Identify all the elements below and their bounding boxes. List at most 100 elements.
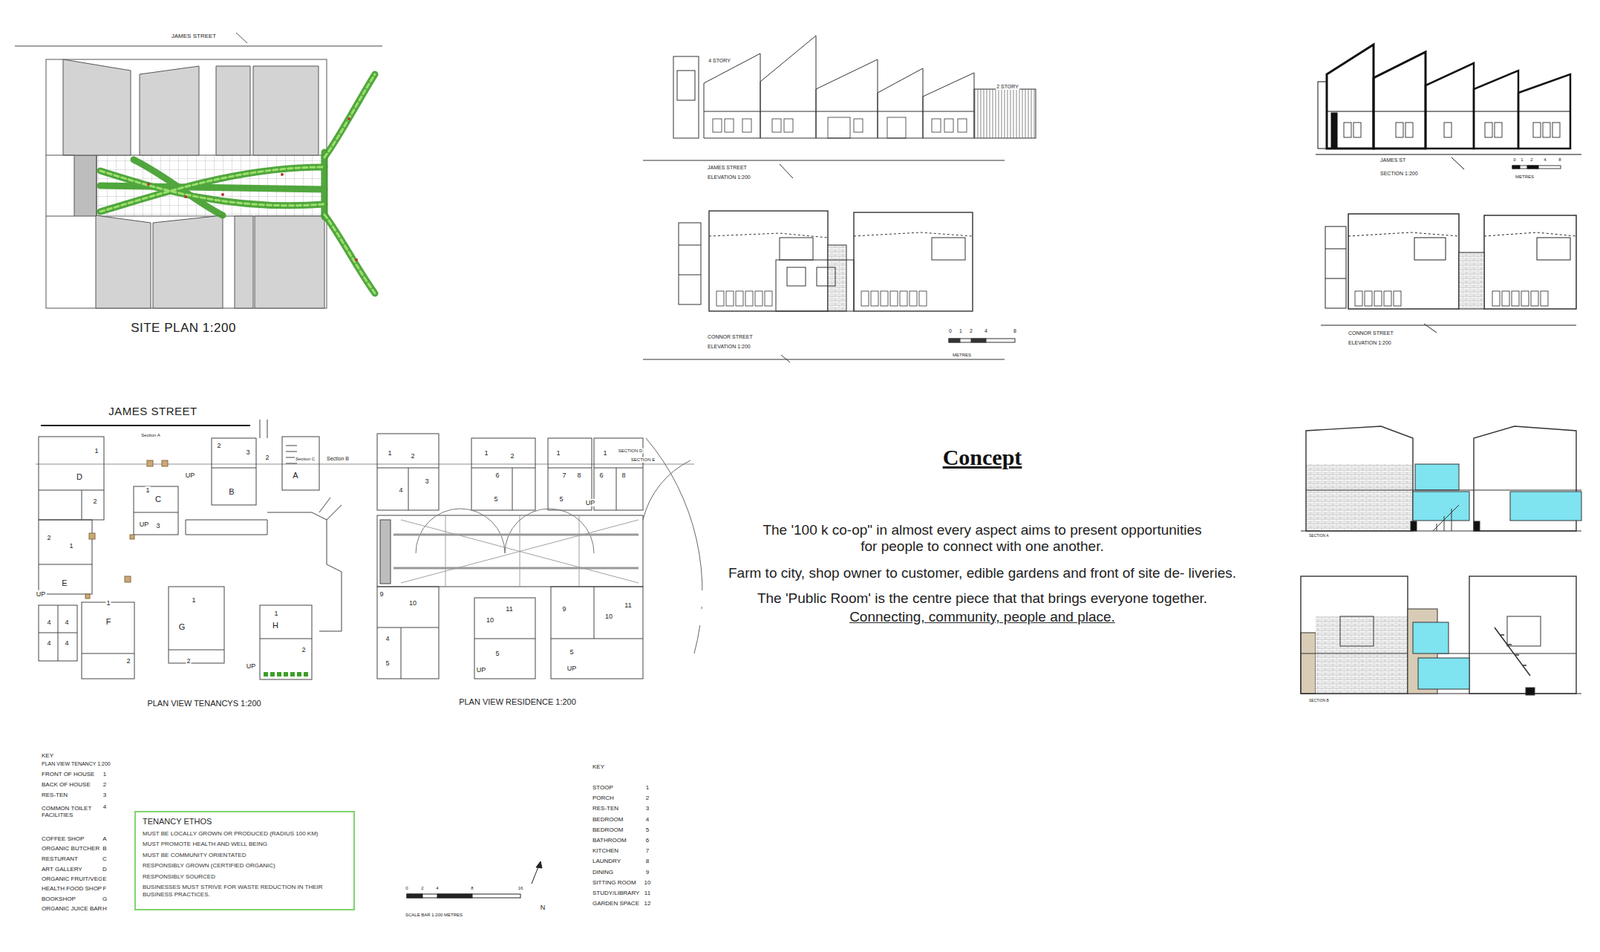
drawing-label: 2	[102, 781, 107, 788]
james-st-section-part-part	[1484, 122, 1493, 138]
drawing-label: CONNOR STREET	[706, 334, 754, 341]
drawing-label: DINING	[591, 868, 615, 876]
drawing-label: D	[101, 865, 108, 873]
connor-street-elevation-part	[678, 245, 701, 246]
ethos-box: TENANCY ETHOSMUST BE LOCALLY GROWN OR PR…	[134, 810, 355, 911]
connor-street-elevation-2-part	[1484, 232, 1577, 237]
drawing-label: KEY	[40, 752, 55, 759]
drawing-label: PLAN VIEW TENANCY 1:200	[40, 761, 112, 767]
connor-street-elevation-part-part	[745, 291, 753, 306]
james-st-section-part	[1343, 122, 1560, 138]
drawing-label: H	[101, 905, 108, 912]
drawing-label: 1	[483, 449, 489, 457]
site-plan-part	[234, 216, 254, 309]
james-street-elevation-part	[760, 35, 816, 139]
tenancy-plan-part	[133, 486, 179, 535]
drawing-label: 2	[1529, 157, 1534, 163]
james-street-elevation-part	[974, 89, 1036, 139]
tenancy-plan-part	[81, 490, 83, 520]
site-plan-part	[152, 215, 223, 309]
drawing-label: BOOKSHOP	[40, 895, 77, 903]
tenancy-plan-part	[38, 436, 104, 520]
connor-street-elevation-part-part	[919, 291, 927, 306]
james-street-elevation-part	[922, 72, 975, 139]
drawing-label: D	[75, 472, 84, 482]
residence-plan-part	[474, 597, 536, 679]
connor-street-elevation-part	[716, 291, 927, 306]
tenancy-plan-part-part	[85, 593, 90, 599]
drawing-label: 5	[494, 649, 500, 658]
residence-plan-part	[377, 627, 439, 629]
connor-street-elevation-part-part	[726, 291, 734, 306]
tenancy-plan-part-part	[276, 671, 282, 677]
drawing-label: 8	[620, 471, 626, 479]
drawing-label: 0	[1512, 157, 1517, 163]
connor-street-elevation-2-part	[1536, 237, 1571, 260]
drawing-label: Connecting, community, people and place.	[677, 608, 1288, 626]
drawing-label: PORCH	[591, 795, 615, 802]
james-st-section-part	[1326, 111, 1571, 113]
drawing-label: 8	[469, 885, 474, 891]
residence-plan-part	[593, 586, 595, 639]
drawing-label: STUDY/LIBRARY	[591, 889, 640, 897]
drawing-label: SCALE BAR 1:200 METRES	[404, 912, 464, 918]
tenancy-plan-part	[267, 512, 342, 632]
vines-part-part	[324, 214, 375, 294]
drawing-label: LAUNDRY	[591, 858, 622, 865]
drawing-label: 9	[645, 868, 650, 876]
site-plan	[14, 32, 383, 309]
drawing-label: 3	[423, 477, 430, 485]
connor-street-elevation-2-part	[1354, 291, 1549, 306]
scale-bar-north-part	[437, 893, 473, 898]
connor-street-elevation-2-part-part	[1511, 291, 1520, 306]
connor-street-elevation-part	[948, 338, 1015, 343]
drawing-label: 5	[384, 659, 390, 667]
coloured-section-a-part	[1305, 464, 1413, 531]
tenancy-plan-part-part	[290, 671, 295, 677]
james-street-elevation-part-part	[853, 118, 863, 133]
james-street-elevation-part-part	[887, 117, 906, 139]
tenancy-plan-part	[38, 605, 78, 661]
james-street-elevation-part	[779, 164, 793, 179]
vines-part-part	[133, 159, 223, 216]
coloured-section-a-part	[1412, 491, 1470, 521]
drawing-label: 4	[46, 639, 52, 647]
coloured-section-b-part	[1315, 616, 1408, 694]
james-st-section-part-part	[1343, 122, 1352, 138]
drawing-label: 5	[645, 826, 650, 834]
connor-street-elevation-part-part	[735, 291, 744, 306]
site-plan-part	[63, 59, 131, 156]
coloured-section-b	[1300, 576, 1582, 695]
drawing-label: 8	[1012, 328, 1018, 335]
james-st-section-part-part	[1552, 122, 1560, 138]
coloured-section-b-part	[1494, 627, 1531, 676]
drawing-label: 5	[568, 648, 574, 656]
tenancy-plan-part-part	[303, 671, 309, 677]
vines-part	[100, 74, 375, 294]
drawing-label: RES-TEN	[40, 791, 69, 799]
tenancy-plan	[35, 419, 695, 680]
connor-street-elevation-part	[948, 338, 960, 343]
drawing-label: 8	[1557, 157, 1562, 163]
tenancy-plan-part-part	[161, 460, 168, 467]
drawing-label: A	[101, 835, 107, 842]
james-st-section-part	[1315, 154, 1582, 156]
vines-part-part	[147, 182, 150, 186]
drawing-label: ORGANIC BUTCHER	[40, 844, 101, 852]
site-plan-part	[216, 66, 251, 156]
drawing-label: 10	[643, 879, 652, 886]
drawing-label: 6	[598, 471, 604, 479]
residence-plan-part	[616, 467, 617, 511]
drawing-label: A	[291, 470, 299, 481]
james-st-section-part-part	[1444, 122, 1452, 138]
connor-street-elevation-2-part	[1320, 325, 1577, 326]
james-street-elevation-part	[712, 117, 967, 139]
drawing-label: 6	[494, 471, 500, 479]
drawing-label: ORGANIC JUICE BAR	[40, 905, 103, 912]
scale-bar-north	[406, 861, 542, 898]
coloured-section-b-part	[1300, 632, 1316, 694]
james-st-section-part	[1451, 157, 1465, 170]
tenancy-plan-part-part	[129, 534, 135, 540]
drawing-label: BACK OF HOUSE	[40, 781, 92, 788]
tenancy-plan-part	[319, 497, 342, 520]
